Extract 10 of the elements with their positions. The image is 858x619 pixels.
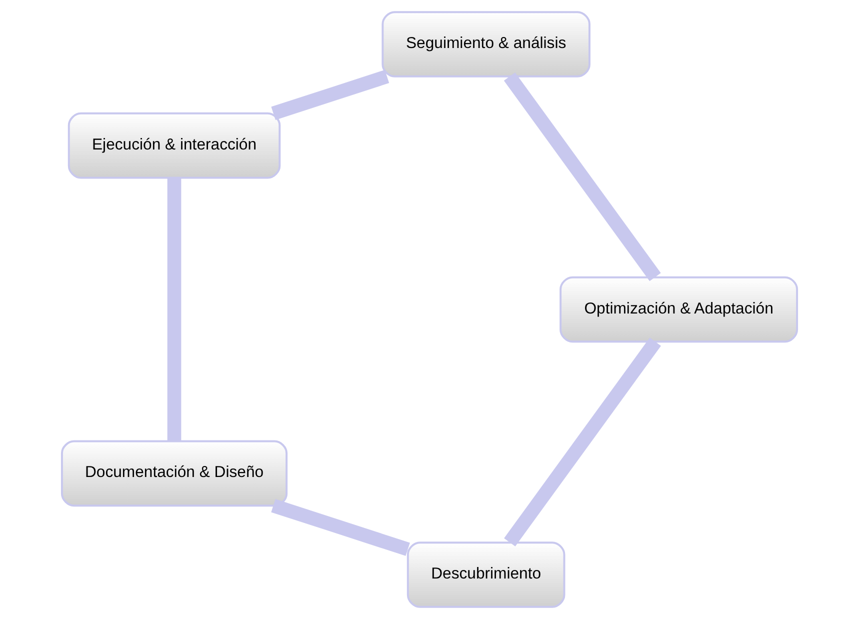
connector bbox=[503, 72, 660, 282]
node-box: Descubrimiento bbox=[406, 542, 565, 608]
node-box: Optimización & Adaptación bbox=[559, 276, 798, 343]
connector bbox=[270, 499, 410, 556]
node-box: Ejecución & interacción bbox=[67, 112, 280, 179]
connector bbox=[270, 70, 389, 120]
node-box: Documentación & Diseño bbox=[60, 440, 288, 507]
connector bbox=[504, 338, 660, 546]
connector bbox=[166, 178, 181, 442]
node-box: Seguimiento & análisis bbox=[381, 11, 590, 78]
